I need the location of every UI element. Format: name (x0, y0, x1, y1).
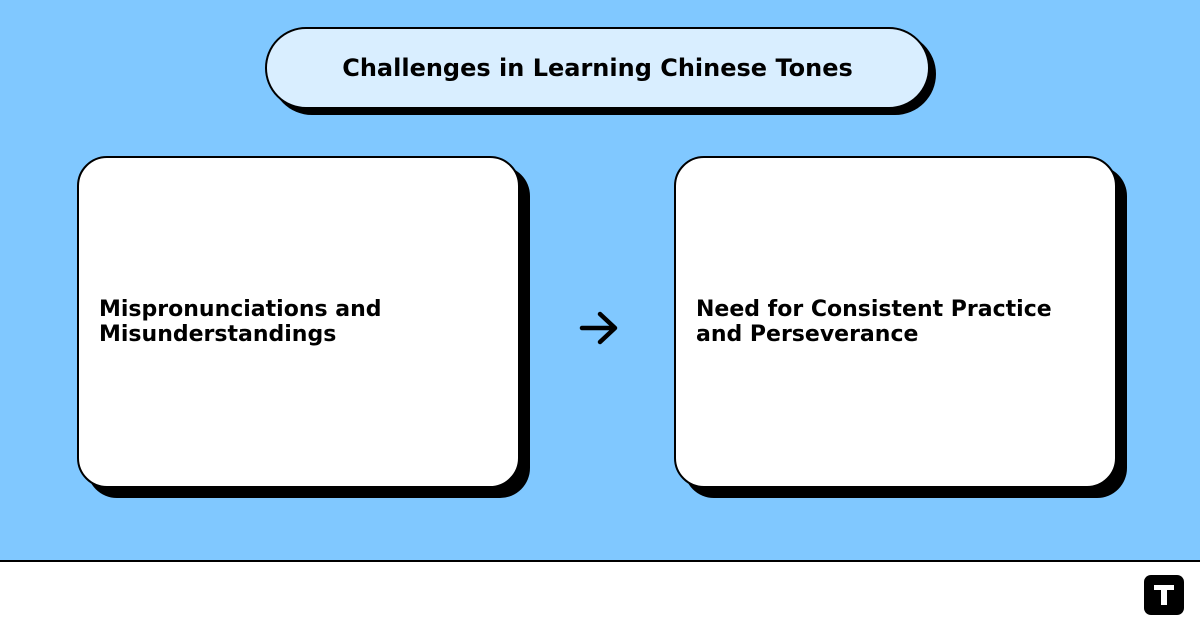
diagram-canvas: Challenges in Learning Chinese Tones Mis… (0, 0, 1200, 562)
t-logo-icon (1144, 575, 1184, 615)
node-card-right: Need for Consistent Practice and Perseve… (674, 156, 1117, 488)
node-label-left: Mispronunciations and Misunderstandings (99, 297, 382, 347)
arrow-right-icon (579, 311, 618, 345)
diagram-title: Challenges in Learning Chinese Tones (342, 54, 853, 82)
node-label-right: Need for Consistent Practice and Perseve… (696, 297, 1052, 347)
t-glyph-icon (1154, 585, 1174, 605)
title-pill: Challenges in Learning Chinese Tones (265, 27, 930, 109)
node-card-left: Mispronunciations and Misunderstandings (77, 156, 520, 488)
